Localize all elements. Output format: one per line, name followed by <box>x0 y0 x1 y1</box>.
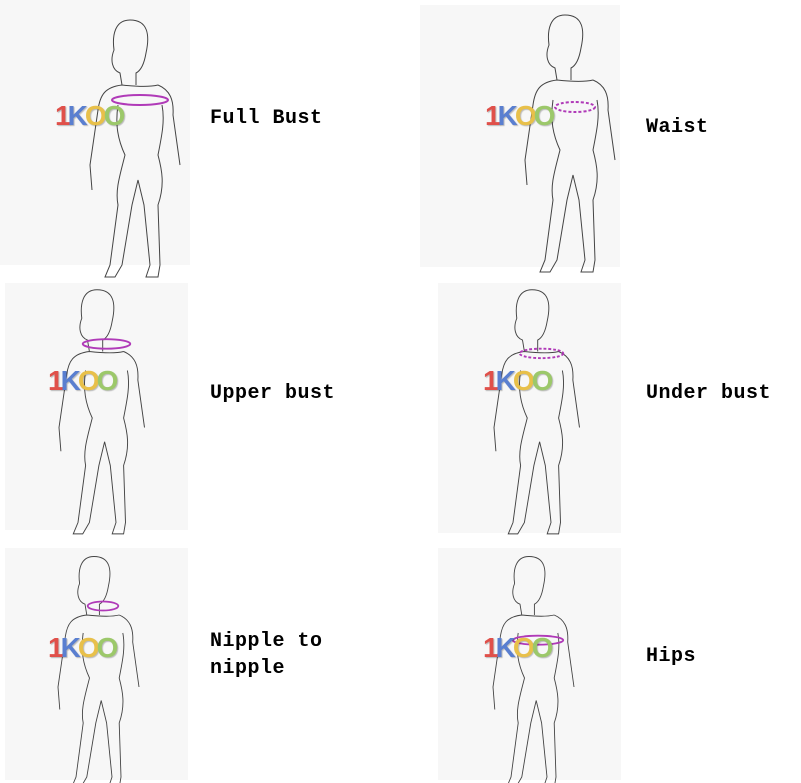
logo-letter: O <box>84 100 107 131</box>
measure-line <box>511 634 565 646</box>
logo-letter: K <box>67 100 88 131</box>
woman-figure-icon <box>493 289 580 535</box>
logo-letter: 1 <box>483 632 498 663</box>
measure-line <box>111 94 169 106</box>
logo-letter: O <box>512 365 535 396</box>
logo-letter: K <box>60 365 81 396</box>
logo-letter: K <box>60 632 81 663</box>
logo: 1KOO <box>483 632 554 664</box>
label-under-bust: Under bust <box>646 382 772 405</box>
figure-upper-bust <box>5 283 188 530</box>
logo-letter: K <box>495 365 516 396</box>
woman-figure-icon <box>58 289 145 535</box>
figure-hips <box>438 548 621 780</box>
woman-figure-icon <box>492 556 575 783</box>
logo-letter: K <box>495 632 516 663</box>
woman-figure-icon <box>524 14 616 273</box>
logo-letter: O <box>77 365 100 396</box>
logo-letter: O <box>103 100 126 131</box>
label-nipple-to-nipple: Nipple to nipple <box>210 630 323 680</box>
woman-figure-icon <box>89 19 181 278</box>
logo-letter: 1 <box>48 365 63 396</box>
label-upper-bust: Upper bust <box>210 382 336 405</box>
logo: 1KOO <box>48 365 119 397</box>
logo-letter: 1 <box>48 632 63 663</box>
logo-letter: 1 <box>485 100 500 131</box>
figure-nipple-to-nipple <box>5 548 188 780</box>
label-hips: Hips <box>646 645 697 668</box>
measure-line <box>518 347 565 360</box>
logo: 1KOO <box>48 632 119 664</box>
logo: 1KOO <box>483 365 554 397</box>
logo-letter: O <box>96 365 119 396</box>
logo-letter: O <box>96 632 119 663</box>
logo-letter: O <box>531 632 554 663</box>
logo-letter: 1 <box>55 100 70 131</box>
logo: 1KOO <box>485 100 556 132</box>
logo-letter: O <box>512 632 535 663</box>
measure-line <box>86 600 120 612</box>
logo-letter: 1 <box>483 365 498 396</box>
measure-line <box>554 101 596 113</box>
logo-letter: O <box>514 100 537 131</box>
label-full-bust: Full Bust <box>210 107 323 130</box>
logo: 1KOO <box>55 100 126 132</box>
figure-waist <box>420 5 620 267</box>
woman-figure-icon <box>57 556 140 783</box>
logo-letter: O <box>533 100 556 131</box>
logo-letter: K <box>497 100 518 131</box>
measure-line <box>81 338 132 350</box>
label-waist: Waist <box>646 116 709 139</box>
logo-letter: O <box>531 365 554 396</box>
logo-letter: O <box>77 632 100 663</box>
